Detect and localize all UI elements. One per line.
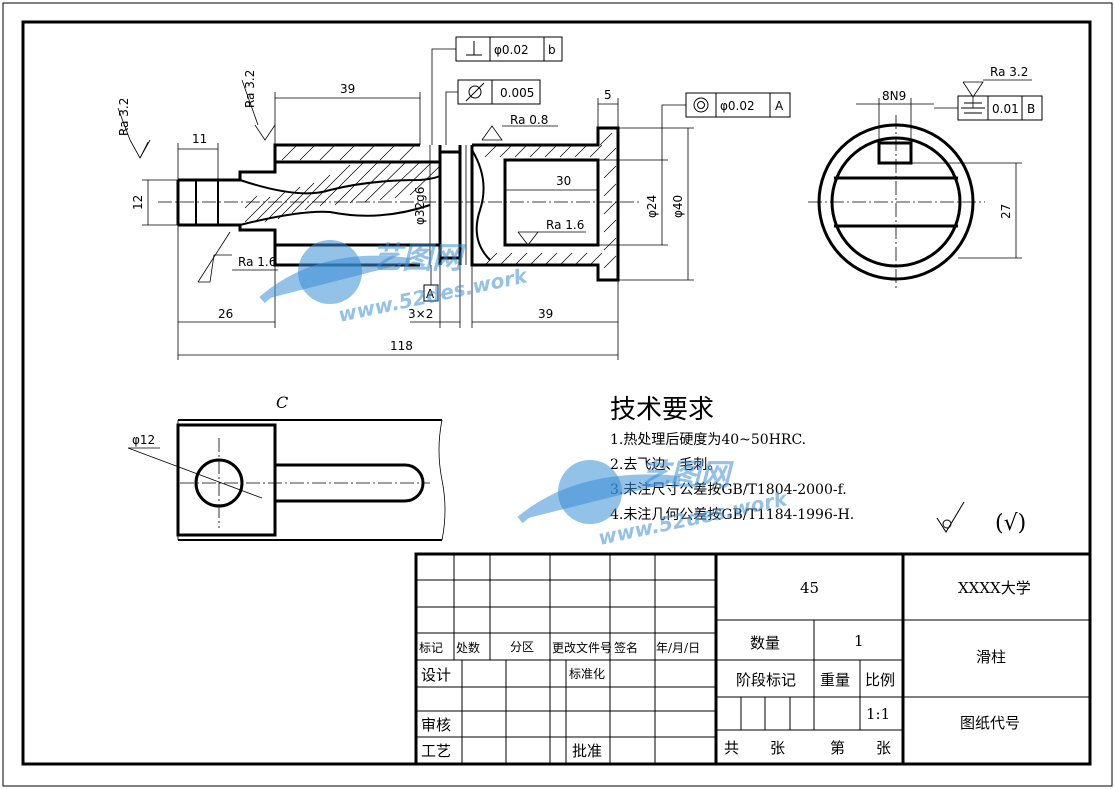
ra-3.2-left: Ra 3.2: [117, 98, 131, 136]
scale-value: 1:1: [866, 705, 890, 723]
dim-8n9: 8N9: [882, 89, 906, 103]
dim-phi40: φ40: [671, 195, 685, 218]
svg-text:A: A: [775, 99, 784, 113]
process-label: 工艺: [421, 742, 451, 760]
sheet-label-2: 张: [876, 739, 891, 757]
ra-3.2-top: Ra 3.2: [243, 70, 257, 108]
drawing-no-label: 图纸代号: [960, 714, 1020, 732]
rev-header-sign: 签名: [614, 640, 638, 655]
dim-phi32g6: φ32g6: [413, 187, 427, 225]
concentricity-frame: φ0.02 A: [661, 92, 791, 160]
dim-phi24: φ24: [645, 195, 659, 218]
ra-0.8: Ra 0.8: [510, 113, 548, 127]
school-name: XXXX大学: [958, 579, 1031, 597]
tech-item-2: 2.去飞边、毛刺。: [610, 457, 721, 473]
sheet-label: 张: [770, 739, 785, 757]
rev-header-date: 年/月/日: [656, 641, 700, 655]
dim-phi12: φ12: [132, 433, 155, 447]
no-label: 第: [830, 739, 845, 757]
weight-label: 重量: [820, 671, 850, 689]
tech-item-3: 3.未注尺寸公差按GB/T1804-2000-f.: [610, 482, 847, 498]
material: 45: [800, 579, 819, 597]
rev-header-zone: 分区: [510, 640, 534, 654]
dim-5: 5: [604, 88, 612, 102]
cylindricity-frame: 0.005: [445, 79, 541, 145]
review-label: 审核: [421, 716, 451, 734]
svg-text:0.005: 0.005: [500, 86, 534, 100]
scale-label: 比例: [865, 671, 895, 689]
approve-label: 批准: [572, 742, 602, 760]
dim-39-bottom: 39: [538, 307, 553, 321]
ra-1.6-bore: Ra 1.6: [546, 218, 584, 232]
svg-text:φ0.02: φ0.02: [720, 99, 755, 113]
dim-118: 118: [390, 339, 413, 353]
perpendicularity-frame: φ0.02 b: [431, 36, 563, 145]
svg-text:艺图网: 艺图网: [640, 458, 734, 493]
svg-text:φ0.02: φ0.02: [494, 43, 529, 57]
tech-heading: 技术要求: [610, 395, 714, 425]
watermark-2: 艺图网 www.52des.work: [517, 458, 791, 550]
quantity-value: 1: [854, 632, 864, 650]
quantity-label: 数量: [750, 634, 780, 652]
datum-a: A: [423, 265, 439, 302]
rev-header-doc: 更改文件号: [552, 640, 612, 655]
rev-header-count: 处数: [456, 640, 480, 655]
general-roughness-note: (√): [995, 511, 1026, 536]
general-roughness-symbol: [936, 501, 965, 533]
dim-12: 12: [131, 195, 145, 210]
watermark-1: 艺图网 www.52des.work: [259, 240, 531, 327]
dim-11: 11: [192, 132, 207, 146]
side-view: 8N9 27 0.01 B: [808, 89, 1043, 290]
view-c-label: C: [276, 393, 288, 412]
total-label: 共: [724, 739, 739, 757]
tech-item-1: 1.热处理后硬度为40~50HRC.: [610, 432, 806, 448]
ra-1.6-left: Ra 1.6: [238, 255, 276, 269]
symmetry-frame: 0.01 B: [934, 95, 1043, 121]
svg-text:B: B: [1027, 102, 1035, 116]
dim-27: 27: [999, 204, 1013, 219]
main-section-view: 39 5 11 12 30 φ24 φ40 φ32g6 26 3×2 39 11…: [117, 36, 1032, 360]
dim-3x2: 3×2: [408, 307, 433, 321]
dim-26: 26: [218, 307, 233, 321]
stage-label: 阶段标记: [736, 671, 796, 689]
dim-30: 30: [556, 174, 571, 188]
dim-39-top: 39: [340, 82, 355, 96]
tech-requirements: 技术要求 1.热处理后硬度为40~50HRC. 2.去飞边、毛刺。 3.未注尺寸…: [610, 395, 1026, 536]
ra-3.2-right: Ra 3.2: [990, 65, 1028, 79]
standard-label: 标准化: [569, 667, 605, 681]
svg-text:艺图网: 艺图网: [372, 241, 466, 276]
tech-item-4: 4.未注几何公差按GB/T1184-1996-H.: [610, 507, 854, 523]
view-c: C φ12: [127, 393, 446, 541]
rev-header-mark: 标记: [419, 641, 443, 655]
svg-text:b: b: [548, 43, 556, 57]
title-block: 标记 处数 分区 更改文件号 签名 年/月/日 设计 标准化 审核 工艺 批准 …: [414, 552, 1092, 766]
svg-text:A: A: [426, 287, 435, 301]
design-label: 设计: [421, 666, 451, 684]
part-name: 滑柱: [976, 648, 1006, 666]
svg-text:0.01: 0.01: [992, 102, 1019, 116]
